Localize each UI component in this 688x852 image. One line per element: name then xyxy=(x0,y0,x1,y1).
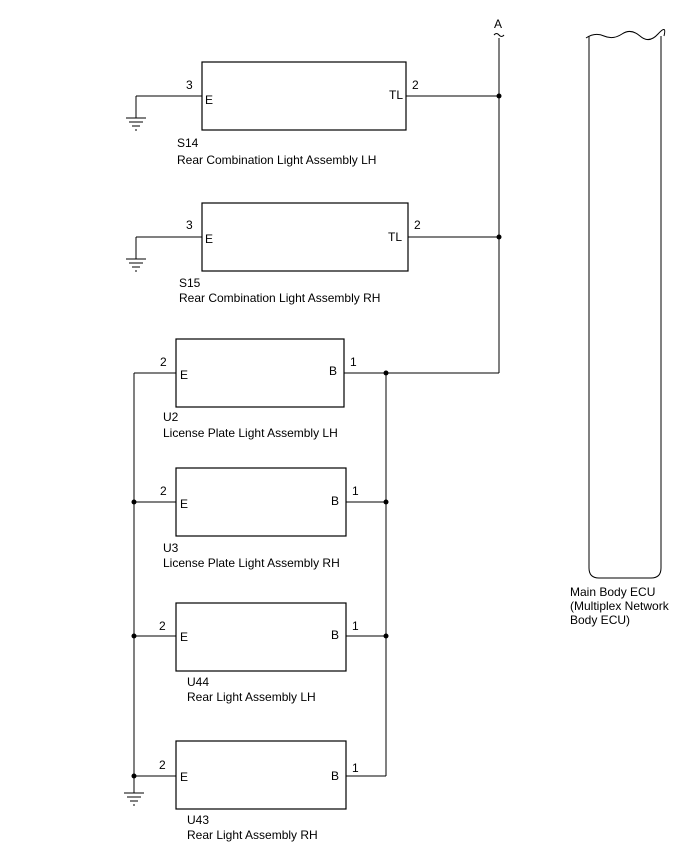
u2-code: U2 xyxy=(163,410,179,424)
u43-left-pin-num: 2 xyxy=(159,758,166,772)
component-u3: E B 2 1 U3 License Plate Light Assembly … xyxy=(160,467,359,570)
component-u2: E B 2 1 U2 License Plate Light Assembly … xyxy=(160,338,357,440)
component-u43: E B 2 1 U43 Rear Light Assembly RH xyxy=(159,740,359,842)
s15-right-pin-label: TL xyxy=(388,230,402,244)
ecu-label-line2: (Multiplex Network xyxy=(570,599,670,613)
ecu-label-line3: Body ECU) xyxy=(570,613,630,627)
u44-right-pin-num: 1 xyxy=(352,619,359,633)
u43-name: Rear Light Assembly RH xyxy=(187,828,318,842)
ecu-label-line1: Main Body ECU xyxy=(570,585,655,599)
u2-right-pin-num: 1 xyxy=(350,355,357,369)
u2-right-pin-label: B xyxy=(329,364,337,378)
ground-icon xyxy=(126,117,146,131)
s14-box xyxy=(201,61,407,131)
s14-left-pin-label: E xyxy=(205,93,213,107)
u44-left-pin-num: 2 xyxy=(159,619,166,633)
component-s15: E TL 3 2 S15 Rear Combination Light Asse… xyxy=(179,202,421,305)
ground-icon xyxy=(124,792,144,806)
u43-right-pin-num: 1 xyxy=(352,761,359,775)
u2-name: License Plate Light Assembly LH xyxy=(163,426,338,440)
u43-left-pin-label: E xyxy=(180,770,188,784)
s14-code: S14 xyxy=(177,136,199,150)
u3-box xyxy=(175,467,347,537)
component-s14: E TL 3 2 S14 Rear Combination Light Asse… xyxy=(177,61,419,167)
ecu-break-icon xyxy=(585,29,666,40)
junction-dot xyxy=(383,370,389,376)
s15-code: S15 xyxy=(179,276,201,290)
u3-name: License Plate Light Assembly RH xyxy=(163,556,340,570)
junction-dot xyxy=(496,234,502,240)
s15-right-pin-num: 2 xyxy=(414,218,421,232)
u3-right-pin-num: 1 xyxy=(352,484,359,498)
s15-left-pin-label: E xyxy=(205,232,213,246)
s14-right-pin-num: 2 xyxy=(412,78,419,92)
u43-right-pin-label: B xyxy=(331,769,339,783)
s14-left-pin-num: 3 xyxy=(186,78,193,92)
u3-code: U3 xyxy=(163,541,179,555)
u3-right-pin-label: B xyxy=(331,494,339,508)
s15-box xyxy=(201,202,409,272)
u44-right-pin-label: B xyxy=(331,628,339,642)
u44-code: U44 xyxy=(187,675,209,689)
connector-a-label: A xyxy=(494,17,502,31)
u2-box xyxy=(175,338,345,408)
s14-name: Rear Combination Light Assembly LH xyxy=(177,153,376,167)
u44-left-pin-label: E xyxy=(180,630,188,644)
ground-icon xyxy=(126,258,146,272)
u44-name: Rear Light Assembly LH xyxy=(187,690,316,704)
s14-right-pin-label: TL xyxy=(389,88,403,102)
s15-name: Rear Combination Light Assembly RH xyxy=(179,291,380,305)
u2-left-pin-label: E xyxy=(180,368,188,382)
u44-box xyxy=(175,602,347,672)
ecu-body xyxy=(588,36,662,579)
u2-left-pin-num: 2 xyxy=(160,355,167,369)
u43-box xyxy=(175,740,347,810)
u3-left-pin-num: 2 xyxy=(160,484,167,498)
wire-break-icon xyxy=(493,33,505,37)
component-u44: E B 2 1 U44 Rear Light Assembly LH xyxy=(159,602,359,704)
component-main-body-ecu: Main Body ECU (Multiplex Network Body EC… xyxy=(570,29,670,627)
u43-code: U43 xyxy=(187,813,209,827)
u3-left-pin-label: E xyxy=(180,497,188,511)
s15-left-pin-num: 3 xyxy=(186,218,193,232)
junction-dot xyxy=(496,93,502,99)
